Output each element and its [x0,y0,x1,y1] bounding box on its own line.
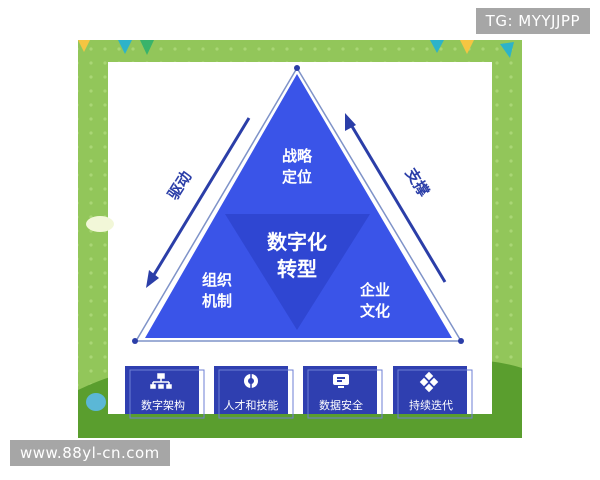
main-triangle [145,74,452,338]
top-label-line2: 定位 [282,168,312,186]
corner-dot-top [294,65,300,71]
bird-decoration [86,393,106,411]
pillar-continuous-iteration: 持续迭代 [393,366,473,419]
org-chart-icon [150,373,172,389]
pillar-digital-architecture: 数字架构 [125,366,205,419]
right-label-line1: 企业 [359,281,390,299]
left-label-line2: 机制 [202,292,232,310]
watermark-top: TG: MYYJJPP [475,8,590,34]
bunting-decoration [78,40,514,58]
monitor-icon [333,374,349,388]
pillar-label: 数字架构 [141,398,185,412]
left-label-line1: 组织 [202,271,232,289]
top-label-line1: 战略 [282,147,313,165]
pillar-label: 持续迭代 [409,398,453,412]
pillar-data-security: 数据安全 [303,366,383,419]
pillar-label: 人才和技能 [224,398,279,412]
center-label-line1: 数字化 [267,230,327,254]
arrow-drive [146,117,251,288]
watermark-bottom: www.88yl-cn.com [10,440,170,466]
pillar-label: 数据安全 [319,398,363,412]
center-label-line2: 转型 [277,257,317,281]
right-label-line2: 文化 [360,302,390,320]
corner-dot-left [132,338,138,344]
talent-icon [244,374,258,388]
arrow-support [345,113,447,283]
triangle-outline [134,66,463,342]
corner-dot-right [458,338,464,344]
cloud-decoration [86,216,114,232]
pillar-talent-skills: 人才和技能 [214,366,294,419]
inner-triangle [225,214,370,330]
iteration-icon [419,371,439,393]
